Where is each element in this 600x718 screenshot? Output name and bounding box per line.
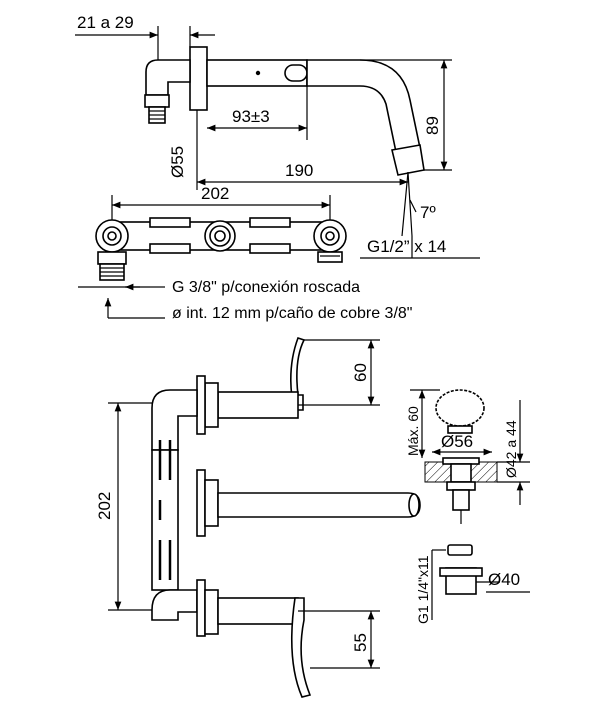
- dim-nut-diameter: Ø40: [488, 570, 520, 589]
- dim-front-height: 202: [95, 492, 114, 520]
- inlet-elbow: [145, 59, 191, 96]
- dim-rough-width: 202: [201, 184, 229, 203]
- right-threaded-connector: [317, 251, 343, 263]
- dim-diameter: Ø55: [168, 146, 187, 178]
- spout: [306, 59, 421, 153]
- front-elevation-view: 202 60 55: [95, 336, 421, 698]
- inlet-nut: [144, 94, 170, 108]
- lower-lever-handle: [290, 597, 312, 698]
- counter-section-left: [424, 461, 452, 483]
- front-spout: [217, 492, 421, 518]
- note-thread-connection: G 3/8" p/conexión roscada: [172, 279, 360, 296]
- dim-wall-range: 21 a 29: [77, 13, 134, 32]
- dim-handle-top: 60: [351, 363, 370, 382]
- dim-handle-bottom: 55: [351, 633, 370, 652]
- aerator: [391, 144, 425, 176]
- drain-detail-view: Máx. 60 Ø56 Ø42 a 44 Ø40 G1 1/4"x11: [405, 389, 530, 624]
- rough-in-valve-view: 202 G 3/8" p/conexión roscada: [78, 184, 412, 322]
- side-elevation-view: 21 a 29 93±3 89 Ø55 190 7º G1/2” x 14: [75, 13, 480, 259]
- dim-height: 89: [423, 116, 442, 135]
- wall-plate: [189, 46, 208, 111]
- note-copper-pipe: ø int. 12 mm p/caño de cobre 3/8": [172, 305, 412, 322]
- handle-stub: [284, 64, 308, 82]
- dim-drain-thread: G1 1/4"x11: [415, 555, 431, 624]
- vertical-supply-bar: [151, 449, 179, 591]
- counter-section-right: [470, 461, 498, 483]
- dim-angle: 7º: [420, 203, 436, 222]
- dim-flange-diameter: Ø56: [441, 432, 473, 451]
- dim-spout-length: 190: [285, 161, 313, 180]
- dim-hole-diameter: Ø42 a 44: [503, 420, 519, 478]
- dim-max-height: Máx. 60: [405, 406, 421, 456]
- drain-knob: [435, 389, 485, 427]
- left-threaded-connector: [97, 251, 127, 265]
- dim-spout-offset: 93±3: [232, 107, 270, 126]
- drain-nut: [447, 544, 473, 556]
- dim-thread: G1/2” x 14: [367, 237, 446, 256]
